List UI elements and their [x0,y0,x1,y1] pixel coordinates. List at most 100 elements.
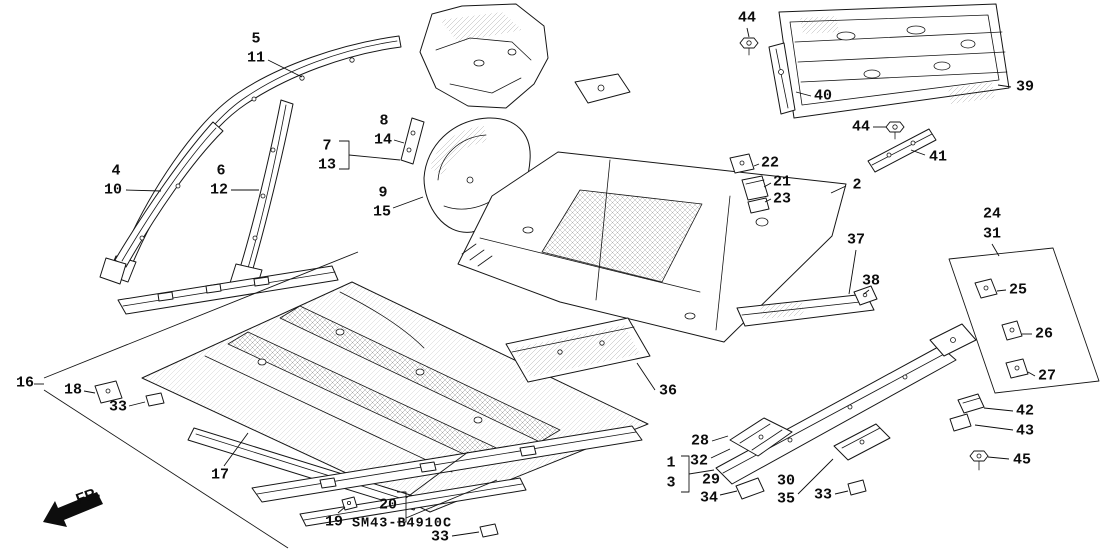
callout-leader-line [910,149,926,156]
callout-leader-line [974,424,1014,431]
part-callout-8: 8 [379,113,388,130]
part-callout-9: 9 [378,185,387,202]
callout-leader-line [710,448,731,459]
part-callout-26: 26 [1035,326,1053,343]
part-callout-35: 35 [777,491,795,508]
part-callout-42: 42 [1016,403,1034,420]
part-bracket-8-14 [400,117,425,165]
part-callout-32: 32 [690,453,708,470]
grouping-lines [43,140,715,549]
part-callout-45: 45 [1013,452,1031,469]
part-callout-20: 20 [379,497,397,514]
part-clip-27 [1005,358,1029,379]
part-callout-5: 5 [251,31,260,48]
part-callout-13: 13 [318,157,336,174]
part-callout-25: 25 [1009,282,1027,299]
part-crossmember-37-38 [736,285,878,327]
part-callout-31: 31 [983,226,1001,243]
part-callout-44: 44 [852,119,870,136]
part-callout-24: 24 [983,206,1001,223]
part-callout-11: 11 [247,50,265,67]
part-callout-4: 4 [111,163,120,180]
callout-leader-line [987,456,1010,460]
callout-leader-line [1027,371,1036,377]
part-callout-21: 21 [773,174,791,191]
part-callout-33: 33 [109,399,127,416]
callout-leader-line [834,490,849,495]
part-callout-1: 1 [666,455,675,472]
part-quarter-inner-7-13 [419,3,631,109]
part-callout-38: 38 [862,273,880,290]
part-callout-16: 16 [16,375,34,392]
part-detail-box-24-31 [948,247,1100,394]
part-callout-39: 39 [1016,79,1034,96]
part-callout-23: 23 [773,191,791,208]
part-callout-10: 10 [104,182,122,199]
part-bracket-18-33 [94,380,165,407]
part-rear-rail-assembly-1-3 [715,323,977,500]
callout-leader-line [983,407,1014,412]
part-callout-6: 6 [216,163,225,180]
part-callout-40: 40 [814,88,832,105]
callout-leader-line [719,490,738,496]
part-callout-34: 34 [700,490,718,507]
part-brackets-21-22-23 [729,153,770,214]
callout-leader-line [848,249,857,295]
part-callout-15: 15 [373,204,391,221]
callout-leader-line [711,435,729,442]
callout-leader-line [223,432,249,467]
part-callout-19: 19 [325,514,343,531]
callout-leader-line [830,185,847,194]
part-pillar-stiffener-4-10 [99,121,224,285]
part-crossmember-36 [505,317,651,383]
part-bracket-40 [768,42,796,115]
part-callout-22: 22 [761,155,779,172]
callout-leader-line [863,289,870,295]
callout-leader-line [764,198,772,203]
part-callout-3: 3 [666,475,675,492]
part-clip-25 [974,278,998,299]
part-callout-27: 27 [1038,368,1056,385]
callout-leader-line [753,163,760,167]
part-callout-44: 44 [738,10,756,27]
part-callout-43: 43 [1016,423,1034,440]
part-callout-14: 14 [374,132,392,149]
callout-leader-line [267,59,303,78]
callout-leader-line [997,84,1012,88]
part-callout-18: 18 [64,382,82,399]
callout-leader-line [746,27,750,38]
part-callout-30: 30 [777,473,795,490]
part-callout-12: 12 [210,182,228,199]
callout-leader-line [83,390,96,394]
diagram-code: SM43-B4910C [352,517,452,532]
callout-leader-line [797,458,834,495]
part-callout-29: 29 [702,472,720,489]
callout-leader-line [795,91,812,97]
part-callout-41: 41 [929,149,947,166]
callout-leader-line [636,362,656,391]
part-callout-37: 37 [847,232,865,249]
part-callout-2: 2 [852,177,861,194]
part-clip-26 [1001,320,1023,341]
part-left-sill-16 [117,265,421,511]
part-callout-36: 36 [659,383,677,400]
callout-leader-line [991,243,1000,257]
callout-leader-line [996,289,1007,292]
part-bolt-44-a [739,37,759,56]
callout-leader-line [763,182,772,188]
part-pillar-stiffener-6-12 [229,99,294,291]
callout-leader-line [393,139,405,144]
callout-leader-line [337,506,346,514]
part-callout-7: 7 [322,138,331,155]
part-callout-17: 17 [211,467,229,484]
part-rail-41 [867,128,937,173]
callout-leader-line [451,531,480,537]
fr-direction-arrow-icon [43,492,103,527]
callout-leader-line [125,189,162,192]
callout-leader-line [128,401,146,407]
part-rear-shelf-39 [778,3,1010,119]
callout-leader-line [392,196,424,209]
part-bottom-sills-19-20 [251,425,643,538]
